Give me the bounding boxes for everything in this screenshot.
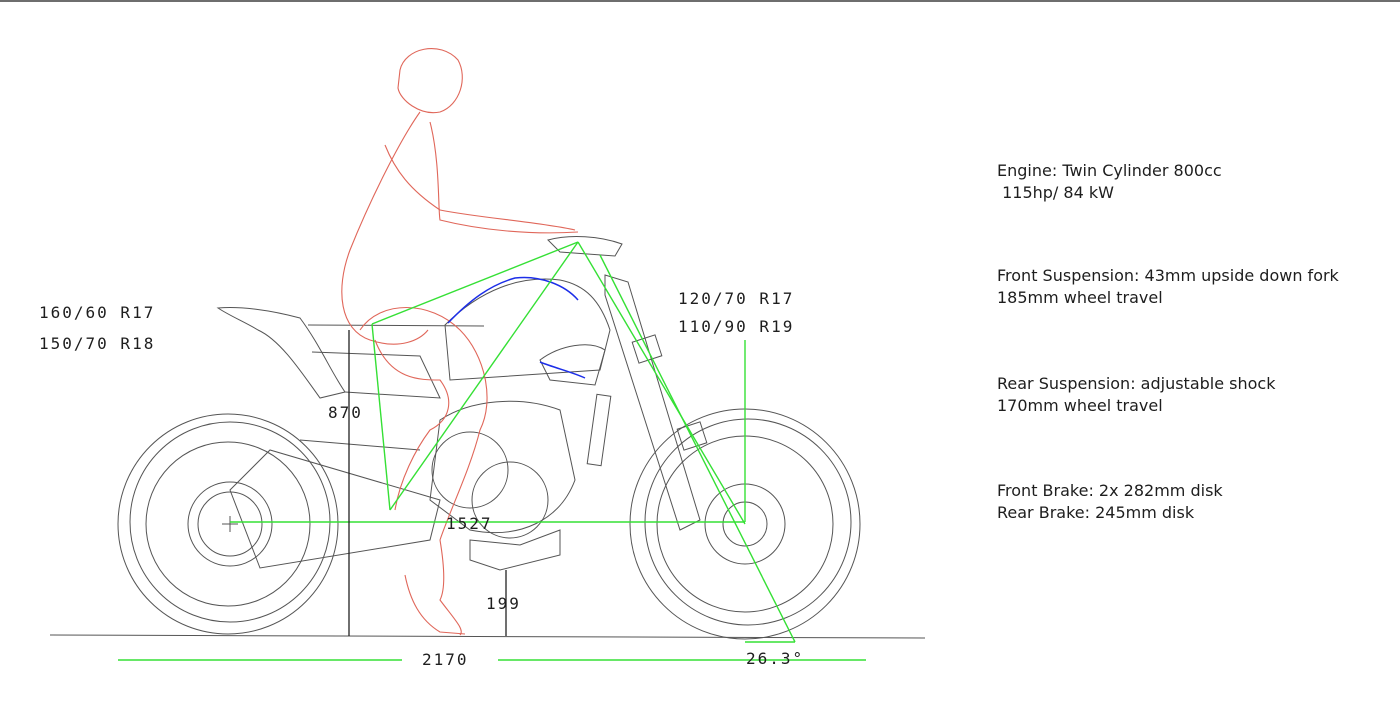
- rake-angle-label: 26.3°: [746, 649, 804, 668]
- rider-outline: [341, 47, 579, 636]
- engine-spec-line-1: Engine: Twin Cylinder 800cc: [997, 161, 1222, 180]
- wheelbase-label: 1527: [446, 514, 493, 533]
- geometry-lines: [118, 241, 866, 661]
- bike-frame: [216, 236, 708, 571]
- rear-tire-size-b: 150/70 R18: [39, 334, 155, 353]
- rear-wheel: [117, 413, 339, 635]
- front-tire-size-a: 120/70 R17: [678, 289, 794, 308]
- overall-length-label: 2170: [422, 650, 469, 669]
- brake-spec-line-1: Front Brake: 2x 282mm disk: [997, 481, 1223, 500]
- engine-spec-line-2: 115hp/ 84 kW: [997, 183, 1114, 202]
- front-suspension-spec-line-1: Front Suspension: 43mm upside down fork: [997, 266, 1339, 285]
- tank-accent-line: [447, 276, 579, 324]
- rear-suspension-spec-line-1: Rear Suspension: adjustable shock: [997, 374, 1276, 393]
- front-suspension-spec-line-2: 185mm wheel travel: [997, 288, 1163, 307]
- top-border: [0, 0, 1400, 2]
- seat-height-label: 870: [328, 403, 363, 422]
- rear-suspension-spec-line-2: 170mm wheel travel: [997, 396, 1163, 415]
- ground-clearance-label: 199: [486, 594, 521, 613]
- rear-tire-size-a: 160/60 R17: [39, 303, 155, 322]
- ground-line: [49, 634, 926, 639]
- side-panel-accent-line: [539, 361, 586, 379]
- front-tire-size-b: 110/90 R19: [678, 317, 794, 336]
- brake-spec-line-2: Rear Brake: 245mm disk: [997, 503, 1195, 522]
